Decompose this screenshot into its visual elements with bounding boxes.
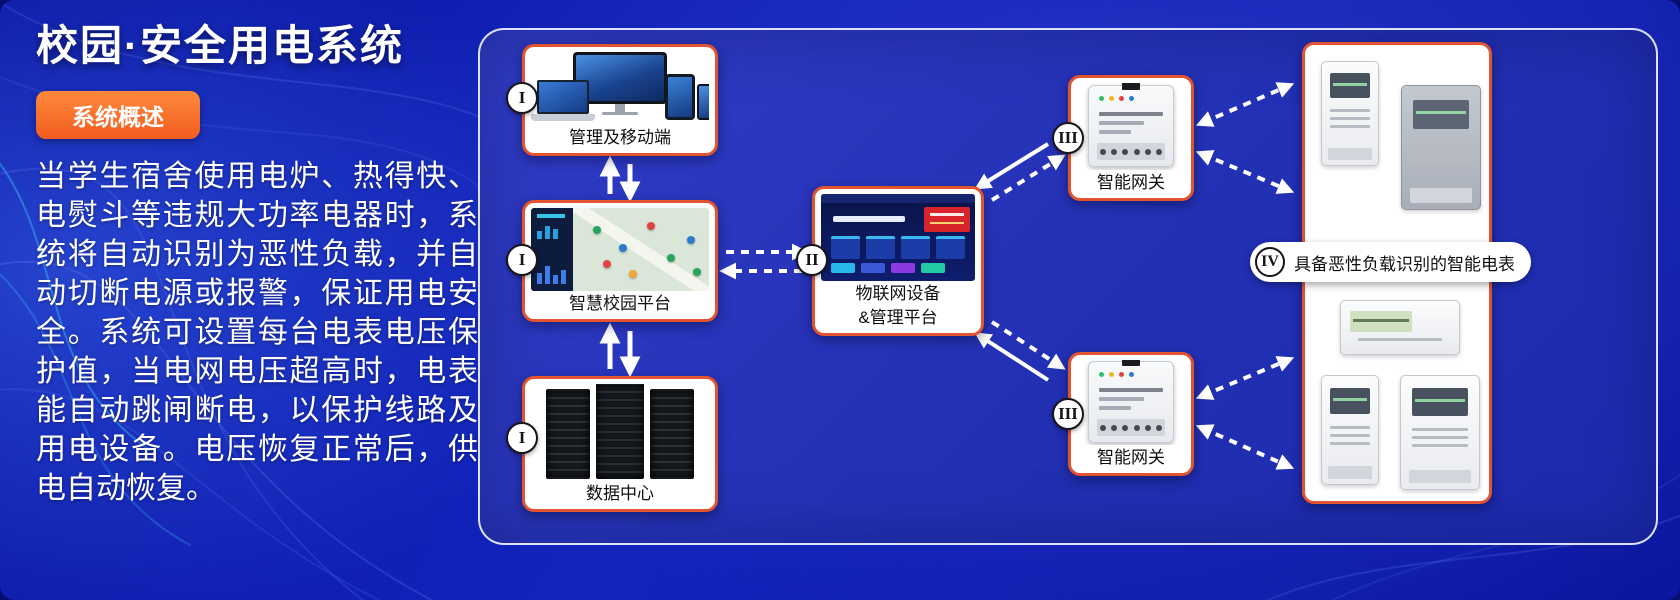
map-marker bbox=[629, 270, 637, 278]
architecture-diagram-panel: 管理及移动端 I 智慧校园平台 I bbox=[478, 28, 1658, 545]
node-label-iot-line1: 物联网设备 bbox=[855, 284, 941, 304]
intro-section: 校园·安全用电系统 系统概述 当学生宿舍使用电炉、热得快、电熨斗等违规大功率电器… bbox=[36, 12, 478, 508]
meter-label-lines bbox=[1329, 109, 1371, 133]
gateway-device bbox=[1088, 83, 1174, 168]
phone-graphic bbox=[697, 84, 709, 120]
map-marker bbox=[603, 260, 611, 268]
dashboard-headline-bar bbox=[833, 216, 905, 222]
meter-display bbox=[1329, 73, 1371, 99]
numeral-iot: II bbox=[796, 244, 828, 276]
meter-label-lines bbox=[1329, 425, 1371, 450]
server-tower bbox=[596, 384, 644, 479]
map-marker bbox=[619, 244, 627, 252]
node-label-meters: 具备恶性负载识别的智能电表 bbox=[1294, 254, 1515, 274]
map-marker bbox=[687, 236, 695, 244]
dashboard-banner bbox=[924, 207, 970, 232]
meter-terminals bbox=[1409, 188, 1473, 203]
numeral-gateway-bottom: III bbox=[1052, 398, 1084, 430]
meters-label-pill: IV 具备恶性负载识别的智能电表 bbox=[1250, 242, 1531, 282]
numeral-management: I bbox=[506, 82, 538, 114]
gateway-terminals bbox=[1097, 143, 1165, 161]
sidebar-bar-chart bbox=[537, 265, 566, 284]
meter-label-lines bbox=[1411, 427, 1469, 452]
numeral-datacenter: I bbox=[506, 422, 538, 454]
numeral-gateway-top: III bbox=[1052, 122, 1084, 154]
devices-illustration bbox=[531, 52, 709, 125]
node-label-gateway-bottom: 智能网关 bbox=[1097, 447, 1165, 467]
node-label-management: 管理及移动端 bbox=[569, 127, 671, 147]
gateway-leds bbox=[1099, 96, 1134, 102]
meter-display bbox=[1411, 388, 1469, 416]
map-marker bbox=[667, 254, 675, 262]
laptop-screen bbox=[537, 80, 589, 114]
server-rack-illustration bbox=[531, 384, 709, 481]
gateway-terminals bbox=[1097, 419, 1165, 437]
gateway-leds bbox=[1099, 372, 1134, 378]
smart-meter bbox=[1321, 375, 1379, 485]
map-dashboard-illustration bbox=[531, 208, 709, 291]
meter-display bbox=[1350, 310, 1412, 332]
smart-meter bbox=[1340, 300, 1460, 355]
node-campus-platform: 智慧校园平台 bbox=[522, 200, 718, 322]
dashboard-sidebar bbox=[531, 208, 573, 291]
map-road bbox=[560, 208, 709, 291]
page-title: 校园·安全用电系统 bbox=[36, 22, 404, 69]
smart-meter bbox=[1400, 375, 1480, 490]
laptop-keyboard bbox=[531, 114, 595, 121]
numeral-platform: I bbox=[506, 244, 538, 276]
dashboard-topbar bbox=[821, 194, 975, 203]
map-marker bbox=[647, 222, 655, 230]
gateway-illustration bbox=[1077, 83, 1185, 170]
meter-terminals bbox=[1327, 465, 1373, 479]
monitor-stand bbox=[615, 104, 625, 112]
dashboard-chips bbox=[831, 263, 945, 274]
sidebar-title-bar bbox=[537, 214, 565, 218]
node-management-mobile: 管理及移动端 bbox=[522, 44, 718, 156]
node-label-platform: 智慧校园平台 bbox=[569, 293, 671, 313]
gateway-label-lines bbox=[1099, 112, 1163, 139]
system-description-text: 当学生宿舍使用电炉、热得快、电熨斗等违规大功率电器时，系统将自动识别为恶性负载，… bbox=[36, 160, 478, 505]
gateway-illustration bbox=[1077, 360, 1185, 445]
gateway-label-lines bbox=[1099, 388, 1163, 415]
node-gateway-bottom: 智能网关 bbox=[1068, 352, 1194, 476]
meter-display bbox=[1412, 99, 1470, 130]
smart-meter bbox=[1401, 85, 1481, 210]
map-marker bbox=[593, 226, 601, 234]
meter-terminals bbox=[1408, 469, 1472, 484]
gateway-port bbox=[1122, 360, 1140, 367]
node-iot-platform: 物联网设备 &管理平台 bbox=[812, 186, 984, 336]
smart-meter bbox=[1321, 61, 1379, 166]
meter-label-lines bbox=[1412, 142, 1470, 167]
meter-label-lines bbox=[1357, 338, 1443, 346]
gateway-port bbox=[1122, 83, 1140, 91]
numeral-meters: IV bbox=[1255, 247, 1285, 277]
monitor-screen bbox=[576, 55, 664, 101]
meter-terminals bbox=[1327, 147, 1373, 160]
map-marker bbox=[693, 268, 701, 276]
node-gateway-top: 智能网关 bbox=[1068, 75, 1194, 201]
overview-badge: 系统概述 bbox=[36, 91, 200, 139]
iot-dashboard-illustration bbox=[821, 194, 975, 282]
meter-display bbox=[1329, 387, 1371, 414]
node-data-center: 数据中心 bbox=[522, 376, 718, 512]
sidebar-chart-bars bbox=[537, 226, 558, 239]
node-label-gateway-top: 智能网关 bbox=[1097, 172, 1165, 192]
monitor-base bbox=[602, 112, 638, 115]
laptop-graphic bbox=[531, 80, 595, 122]
tablet-graphic bbox=[665, 74, 695, 120]
gateway-device bbox=[1088, 360, 1174, 444]
server-tower bbox=[650, 388, 694, 479]
server-tower bbox=[546, 388, 590, 479]
node-label-iot-line2: &管理平台 bbox=[858, 307, 938, 327]
node-label-datacenter: 数据中心 bbox=[586, 483, 654, 503]
dashboard-tiles bbox=[831, 236, 965, 259]
